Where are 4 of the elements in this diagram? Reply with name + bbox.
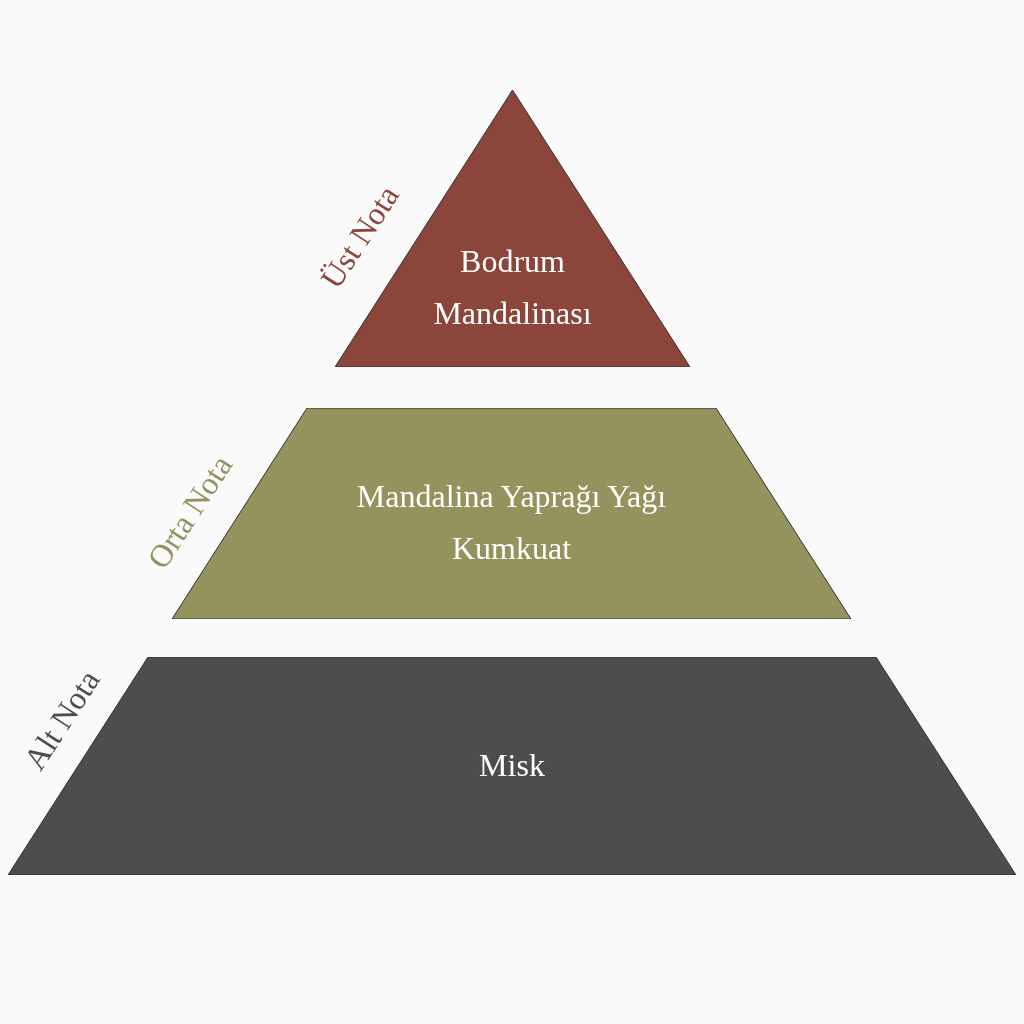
tier-text: Bodrum Mandalinası	[432, 242, 593, 333]
tier-text: Mandalina Yaprağı Yağı	[356, 477, 667, 516]
tier-text: Kumkuat	[451, 529, 572, 568]
tier-text: Misk	[479, 746, 545, 785]
